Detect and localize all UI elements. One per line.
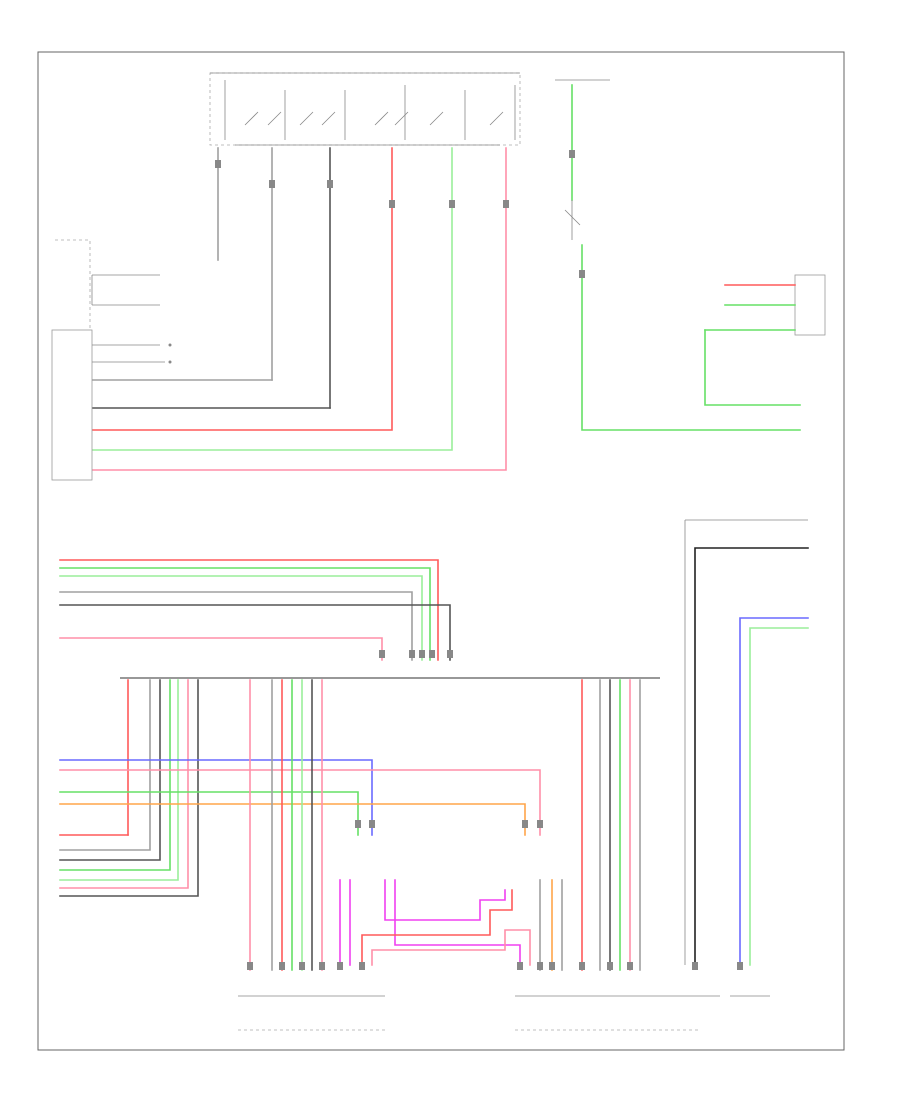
middle-harness xyxy=(59,559,451,661)
top-right-sensor xyxy=(555,79,801,431)
left-control-module xyxy=(51,239,172,481)
crossing-signals xyxy=(59,759,541,836)
connector-marks xyxy=(215,150,743,970)
switch-drop-wires xyxy=(91,147,507,471)
bottom-modules xyxy=(238,995,770,1031)
right-center-wires xyxy=(539,679,641,971)
magenta-network xyxy=(339,879,531,966)
left-branch xyxy=(59,679,199,897)
diagram-frame xyxy=(37,51,845,1051)
center-vertical-wires xyxy=(249,679,323,971)
right-connector-block xyxy=(704,274,826,406)
right-vertical-wires xyxy=(684,519,809,966)
switch-assembly xyxy=(209,72,521,146)
